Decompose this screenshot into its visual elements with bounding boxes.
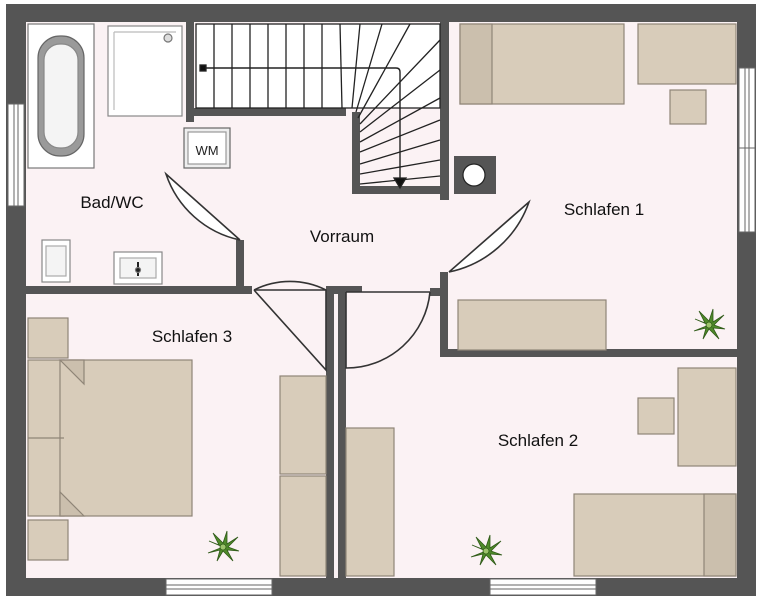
bed-bedroom2 bbox=[573, 493, 737, 577]
windows bbox=[7, 67, 756, 596]
plant-icon bbox=[207, 530, 240, 562]
chimney bbox=[454, 156, 496, 194]
interior-walls bbox=[26, 22, 737, 578]
plant-icon bbox=[470, 534, 503, 566]
bed-bedroom3 bbox=[27, 317, 193, 561]
wall-bath-bottom bbox=[26, 286, 252, 294]
wall-bath-right bbox=[236, 240, 244, 294]
doors bbox=[164, 171, 531, 373]
stair-arrow-icon bbox=[392, 177, 408, 190]
wall-b3-b2-b bbox=[338, 286, 346, 578]
wardrobe-bedroom2 bbox=[345, 427, 395, 577]
desk-bedroom2 bbox=[677, 367, 737, 467]
room-label-bedroom1: Schlafen 1 bbox=[564, 200, 644, 219]
wall-stair-bottom bbox=[186, 108, 346, 116]
chair-bedroom2 bbox=[637, 397, 675, 435]
stair-treads bbox=[213, 23, 441, 185]
room-label-bedroom2: Schlafen 2 bbox=[498, 431, 578, 450]
bathtub-icon bbox=[27, 23, 95, 169]
window-bottom-left bbox=[165, 578, 273, 596]
door-bedroom1 bbox=[448, 199, 531, 273]
wall-b1-left-lower bbox=[440, 272, 448, 356]
stair-start-marker bbox=[199, 64, 207, 72]
wall-b3-b2-a bbox=[326, 286, 334, 578]
shower-icon bbox=[107, 25, 183, 117]
wall-bath-stair bbox=[186, 22, 194, 122]
wall-stair-right bbox=[440, 22, 449, 200]
door-bathroom bbox=[164, 171, 241, 241]
window-right bbox=[738, 67, 756, 233]
bathroom-fixtures bbox=[27, 23, 231, 285]
washing-machine-label: WM bbox=[195, 143, 218, 158]
wall-stair-core bbox=[352, 112, 360, 190]
staircase bbox=[195, 23, 441, 190]
room-label-hallway: Vorraum bbox=[310, 227, 374, 246]
wall-bottom bbox=[6, 578, 756, 596]
desk-bedroom1 bbox=[637, 23, 737, 85]
wall-b2-top-stub bbox=[430, 288, 448, 296]
wardrobe-bedroom1 bbox=[457, 299, 607, 351]
room-label-bedroom3: Schlafen 3 bbox=[152, 327, 232, 346]
plant-icon bbox=[693, 308, 726, 340]
toilet-icon bbox=[41, 239, 71, 283]
window-bottom-right bbox=[489, 578, 597, 596]
wall-b1-bottom bbox=[440, 349, 737, 357]
stair-walk-line bbox=[204, 67, 401, 184]
wall-top bbox=[6, 4, 756, 22]
chair-bedroom1 bbox=[669, 89, 707, 125]
window-left bbox=[7, 103, 25, 207]
wall-left bbox=[6, 4, 26, 596]
wall-stair-landing bbox=[352, 186, 449, 194]
sink-icon bbox=[113, 251, 163, 285]
room-label-bathroom: Bad/WC bbox=[80, 193, 143, 212]
wardrobe-bedroom3 bbox=[279, 375, 327, 577]
bed-bedroom1 bbox=[459, 23, 625, 105]
furniture bbox=[27, 23, 737, 577]
door-bedroom2 bbox=[345, 291, 431, 369]
plants bbox=[207, 308, 726, 566]
washing-machine-icon bbox=[183, 127, 231, 169]
